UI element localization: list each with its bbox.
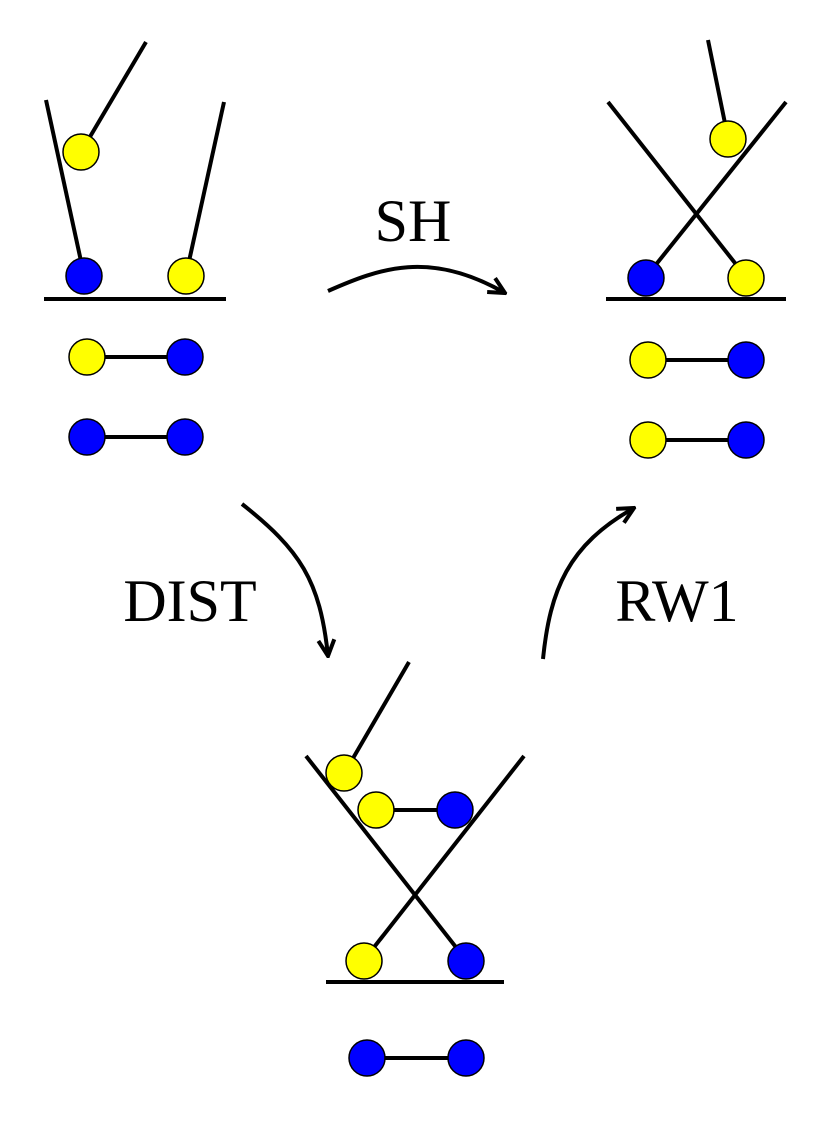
blue-bead bbox=[727, 421, 765, 459]
yellow-bead bbox=[62, 133, 100, 171]
yellow-bead bbox=[345, 942, 383, 980]
yellow-bead bbox=[68, 338, 106, 376]
strand bbox=[606, 100, 748, 279]
configuration-top-right bbox=[606, 39, 788, 442]
blue-bead bbox=[727, 341, 765, 379]
strand bbox=[79, 40, 148, 154]
strand bbox=[304, 754, 468, 962]
blue-bead bbox=[166, 338, 204, 376]
yellow-bead bbox=[357, 791, 395, 829]
yellow-bead bbox=[727, 259, 765, 297]
label-sh: SH bbox=[375, 188, 452, 254]
strand bbox=[644, 100, 788, 279]
blue-bead bbox=[447, 1039, 485, 1077]
blue-bead bbox=[627, 259, 665, 297]
blue-bead bbox=[65, 257, 103, 295]
arrow-sh bbox=[327, 264, 505, 293]
yellow-bead bbox=[629, 341, 667, 379]
arrow-dist bbox=[240, 502, 328, 656]
arrow-rw1 bbox=[541, 508, 634, 660]
yellow-bead bbox=[709, 120, 747, 158]
yellow-bead bbox=[629, 421, 667, 459]
strand bbox=[343, 660, 411, 774]
label-rw1: RW1 bbox=[615, 568, 738, 634]
blue-bead bbox=[436, 791, 474, 829]
blue-bead bbox=[166, 418, 204, 456]
yellow-bead bbox=[167, 257, 205, 295]
blue-bead bbox=[348, 1039, 386, 1077]
beads-top-left bbox=[62, 133, 205, 456]
beads-bottom bbox=[325, 754, 485, 1077]
strand bbox=[44, 99, 86, 276]
blue-bead bbox=[447, 942, 485, 980]
blue-bead bbox=[68, 418, 106, 456]
label-dist: DIST bbox=[123, 568, 256, 634]
configuration-top-left bbox=[44, 40, 226, 439]
strand bbox=[184, 101, 226, 276]
beads-top-right bbox=[627, 120, 765, 459]
configuration-bottom bbox=[304, 660, 526, 1060]
strand bbox=[362, 754, 526, 962]
yellow-bead bbox=[325, 754, 363, 792]
